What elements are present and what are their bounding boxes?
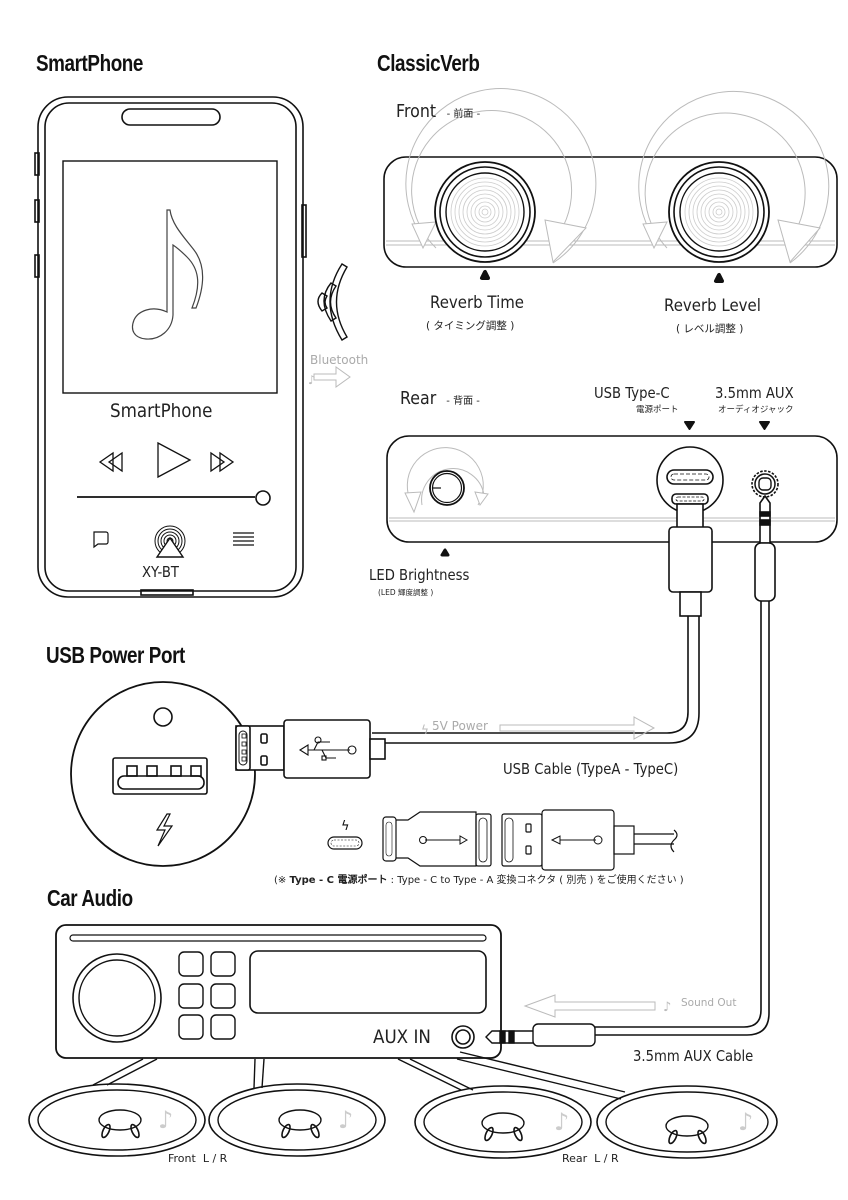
aux-cable-label: 3.5mm AUX Cable [633,1047,754,1065]
music-note-icon: ♪ [738,1108,753,1136]
progress-knob[interactable] [255,490,271,506]
speaker-rear-left: ♪ [414,1085,592,1159]
svg-text:♪: ♪ [308,373,316,387]
preset-button-1[interactable] [178,951,204,977]
led-brightness-knob[interactable] [404,447,489,514]
usb-type-c-label: USB Type-C [594,384,670,402]
reverb-time-knob[interactable] [405,88,597,264]
preset-buttons [178,951,236,1040]
adapter-note: (※ Type - C 電源ポート : Type - C to Type - A… [274,871,684,886]
rear-speakers-label: Rear L / R [562,1152,619,1165]
aux-plug [754,494,776,602]
usb-c-port-icon: ϟ [327,819,363,850]
note-bold: Type - C 電源ポート [289,875,388,886]
aux-jack[interactable] [751,470,779,498]
usb-port-pointer [684,421,695,430]
led-brightness-sub: (LED 輝度調整 ) [378,588,434,597]
rear-heading: Rear - 背面 - [400,388,480,409]
usb-symbol-icon [298,736,357,761]
aux-label: 3.5mm AUX [715,384,794,402]
reverb-time-pointer [480,270,490,280]
sound-out-label: Sound Out [681,997,737,1009]
usb-c-plug [668,493,713,617]
aux-cable-plug [485,1023,596,1047]
sound-out-arrow: ♪ [523,994,671,1018]
svg-text:ϟ: ϟ [341,819,350,834]
speaker-front-left: ♪ [28,1083,206,1157]
preset-button-2[interactable] [210,951,236,977]
type-c-to-a-adapter [382,811,492,867]
aux-sub: オーディオジャック [718,405,794,415]
usb-cable [372,616,700,744]
music-note-icon: ♪ [158,1106,173,1134]
reverb-time-sub: ( タイミング調整 ) [426,320,515,332]
speaker-front-right: ♪ [208,1083,386,1157]
car-audio-unit [55,924,502,1059]
usb-a-plug [235,719,386,779]
reverb-level-knob[interactable] [638,90,830,264]
music-note-icon: ♪ [338,1106,353,1134]
lightning-icon [155,813,174,847]
front-title: Front [396,101,437,122]
led-brightness-label: LED Brightness [369,566,470,584]
usb-power-socket [70,681,256,867]
phone-screen-title: SmartPhone [110,400,213,422]
front-speakers-label: Front L / R [168,1152,228,1165]
rear-title: Rear [400,388,437,409]
aux-in-label: AUX IN [373,1026,431,1048]
smartphone-device [34,96,307,598]
section-title-classicverb: ClassicVerb [377,50,480,76]
music-note-icon: ♪ [554,1108,569,1136]
front-heading: Front - 前面 - [396,101,480,122]
bluetooth-arrow: ♪ [308,366,351,388]
earpiece [121,108,221,126]
bluetooth-label: Bluetooth [310,353,369,367]
led-brightness-pointer [440,548,450,557]
note-text: : Type - C to Type - A 変換コネクタ ( 別売 ) をご使… [387,875,684,886]
front-subtitle: - 前面 - [446,109,481,120]
aux-in-jack[interactable] [451,1025,475,1049]
music-note-icon [131,209,204,340]
bluetooth-waves-icon [317,263,348,341]
fast-forward-icon[interactable] [210,451,235,473]
preset-button-4[interactable] [210,983,236,1009]
usb-type-c-sub: 電源ポート [636,405,679,415]
usb-a-cable-plug [501,809,678,871]
chat-icon[interactable] [93,531,109,549]
reverb-level-label: Reverb Level [664,296,761,316]
speaker-wires [92,1051,626,1100]
section-title-smartphone: SmartPhone [36,50,143,76]
album-art [62,160,278,394]
section-title-car-audio: Car Audio [47,885,133,911]
rear-subtitle: - 背面 - [446,396,480,407]
play-icon[interactable] [157,441,192,479]
power-flow-label: 5V Power [432,719,488,733]
rewind-icon[interactable] [98,451,123,473]
preset-button-5[interactable] [178,1014,204,1040]
device-name: XY-BT [142,563,179,581]
menu-icon[interactable] [233,532,254,546]
preset-button-3[interactable] [178,983,204,1009]
reverb-time-label: Reverb Time [430,293,525,313]
reverb-level-sub: ( レベル調整 ) [676,323,744,335]
airplay-icon[interactable] [154,525,186,558]
preset-button-6[interactable] [210,1014,236,1040]
section-title-usb-power-port: USB Power Port [46,642,185,668]
lightning-icon: ϟ [421,723,429,737]
speaker-rear-right: ♪ [596,1085,778,1159]
reverb-level-pointer [714,273,724,283]
note-prefix: (※ [274,875,290,886]
aux-cable [594,601,770,1036]
aux-port-pointer [759,421,770,430]
usb-cable-label: USB Cable (TypeA - TypeC) [503,760,679,778]
svg-text:♪: ♪ [663,1000,671,1015]
power-arrow [499,716,656,740]
